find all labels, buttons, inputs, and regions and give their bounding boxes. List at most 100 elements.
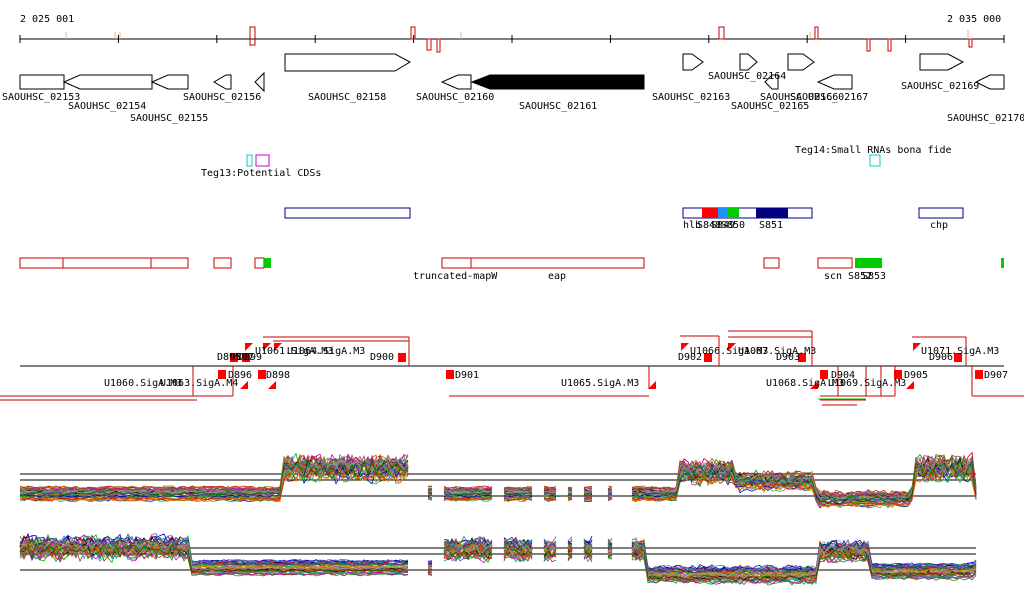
teg13-feature-cyan[interactable] <box>246 154 253 167</box>
green-feature[interactable] <box>264 258 271 268</box>
blue-feature-box[interactable] <box>682 207 813 219</box>
gene-SAOUHSC_02158[interactable]: SAOUHSC_02158 <box>284 53 412 103</box>
red-feature-track <box>19 257 853 269</box>
promoter-U1061-label: U1061.SigA.M3 <box>255 346 333 357</box>
expression-profile-line <box>19 464 977 507</box>
promoter-U1065-label: U1065.SigA.M3 <box>561 378 639 389</box>
coordinate-ruler: 2 025 001 2 035 000 <box>19 14 1005 53</box>
lower-boxes <box>218 370 983 379</box>
promoter-U1071-label: U1071.SigA.M3 <box>921 346 999 357</box>
feature-hlb-label: hlb <box>683 220 701 231</box>
promoter-U1060-label: U1060.SigA.M3 <box>104 378 182 389</box>
red-feature-box[interactable] <box>19 257 189 269</box>
expression-profile-line <box>19 542 977 582</box>
feature-truncated-mapW-label: truncated-mapW <box>413 271 498 282</box>
ruler-end-label: 2 035 000 <box>947 14 1001 25</box>
gene-label: SAOUHSC_02158 <box>308 92 386 103</box>
blue-feature-track: hlb S848 S849 S850 S851 chp <box>284 207 964 231</box>
blue-feature-box[interactable] <box>284 207 411 219</box>
red-feature-box[interactable] <box>254 257 265 269</box>
gene-label: SAOUHSC_02153 <box>2 92 80 103</box>
gene-label: SAOUHSC_02160 <box>416 92 494 103</box>
expression-profile-line <box>19 465 977 509</box>
expression-profile-line <box>19 540 977 578</box>
feature-S853-label: S853 <box>862 271 886 282</box>
feature-eap-label: eap <box>548 271 566 282</box>
small-rna-track: Teg13:Potential CDSs Teg14:Small RNAs bo… <box>201 145 952 179</box>
gene-SAOUHSC_02160[interactable]: SAOUHSC_02160 <box>416 74 494 103</box>
gene-SAOUHSC_02156[interactable]: SAOUHSC_02156 <box>183 71 265 103</box>
gene-SAOUHSC_02154[interactable]: SAOUHSC_02154 <box>62 74 153 112</box>
green-feature[interactable] <box>1001 258 1004 268</box>
gene-SAOUHSC_02164[interactable]: SAOUHSC_02164 <box>708 53 786 82</box>
regulatory-track: D895 D897 D899 U1061.SigA.M3 U1064.SigA.… <box>0 330 1024 406</box>
promoter-U1064-label: U1064.SigA.M3 <box>287 346 365 357</box>
red-feature-box[interactable] <box>213 257 232 269</box>
gene-label: SAOUHSC_02166 <box>760 92 838 103</box>
feature-S849-fill[interactable] <box>718 208 727 218</box>
red-feature-box[interactable] <box>817 257 853 269</box>
feature-S851-fill[interactable] <box>756 208 788 218</box>
box-D905-label: D905 <box>904 370 928 381</box>
box-D906-label: D906 <box>929 352 953 363</box>
promoter-U1063-label: U1063.SigA.M4 <box>160 378 238 389</box>
regulatory-ticks <box>192 331 973 396</box>
feature-S850-fill[interactable] <box>727 208 739 218</box>
feature-S849-label: S849 <box>711 220 735 231</box>
box-D897-label: D897 <box>230 352 254 363</box>
gene-SAOUHSC_02166[interactable]: SAOUHSC_02166 <box>760 53 838 103</box>
promoter-U1066-label: U1066.SigA.M3 <box>690 346 768 357</box>
box-D896-label: D896 <box>228 370 252 381</box>
promoter-U1067-label: U1067.SigA.M3 <box>738 346 816 357</box>
gene-label: SAOUHSC_02163 <box>652 92 730 103</box>
box-D904-label: D904 <box>831 370 855 381</box>
box-D899-label: D899 <box>238 352 262 363</box>
red-feature-box[interactable] <box>441 257 645 269</box>
gene-SAOUHSC_02167[interactable]: SAOUHSC_02167 <box>790 74 868 103</box>
gene-SAOUHSC_02153[interactable]: SAOUHSC_02153 <box>2 74 80 103</box>
gene-SAOUHSC_02169[interactable]: SAOUHSC_02169 <box>901 53 979 92</box>
feature-chp-label: chp <box>930 220 948 231</box>
ruler-feature-markers <box>249 26 973 53</box>
feature-S850-label: S850 <box>721 220 745 231</box>
gene-SAOUHSC_02170[interactable]: SAOUHSC_02170 <box>947 74 1024 124</box>
promoter-U1068-label: U1068.SigA.M3 <box>766 378 844 389</box>
blue-feature-box[interactable] <box>918 207 964 219</box>
box-D898-label: D898 <box>266 370 290 381</box>
gene-label: SAOUHSC_02167 <box>790 92 868 103</box>
gene-track: SAOUHSC_02153 SAOUHSC_02154 SAOUHSC_0215… <box>2 53 1024 124</box>
ruler-start-label: 2 025 001 <box>20 14 74 25</box>
box-D901-label: D901 <box>455 370 479 381</box>
gene-label: SAOUHSC_02155 <box>130 113 208 124</box>
gene-label: SAOUHSC_02169 <box>901 81 979 92</box>
box-D900-label: D900 <box>370 352 394 363</box>
expression-profile-line <box>19 453 977 498</box>
teg14-label: Teg14:Small RNAs bona fide <box>795 145 952 156</box>
expression-profile-line <box>19 458 977 503</box>
gene-label: SAOUHSC_02154 <box>68 101 146 112</box>
box-D902-label: D902 <box>678 352 702 363</box>
gene-SAOUHSC_02163[interactable]: SAOUHSC_02163 <box>652 53 730 103</box>
teg14-feature-cyan[interactable] <box>869 154 881 167</box>
upper-range-lines <box>263 330 966 342</box>
gene-label: SAOUHSC_02156 <box>183 92 261 103</box>
feature-scn-label: scn <box>824 271 842 282</box>
feature-S848-label: S848 <box>697 220 721 231</box>
box-D903-label: D903 <box>776 352 800 363</box>
box-D907-label: D907 <box>984 370 1008 381</box>
expression-profile-line <box>19 535 977 576</box>
gene-SAOUHSC_02155[interactable]: SAOUHSC_02155 <box>130 74 208 124</box>
gene-label: SAOUHSC_02161 <box>519 101 597 112</box>
gene-SAOUHSC_02161[interactable]: SAOUHSC_02161 <box>470 74 645 112</box>
box-D895-label: D895 <box>217 352 241 363</box>
feature-S852-fill[interactable] <box>855 258 882 268</box>
red-feature-box[interactable] <box>763 257 780 269</box>
lower-range-lines <box>0 395 1024 406</box>
gene-label: SAOUHSC_02165 <box>731 101 809 112</box>
teg13-feature-magenta[interactable] <box>255 154 270 167</box>
gene-SAOUHSC_02165[interactable]: SAOUHSC_02165 <box>731 74 809 112</box>
feature-S848-fill[interactable] <box>702 208 718 218</box>
feature-S852-label: S852 <box>848 271 872 282</box>
green-feature-fills <box>264 258 1004 268</box>
